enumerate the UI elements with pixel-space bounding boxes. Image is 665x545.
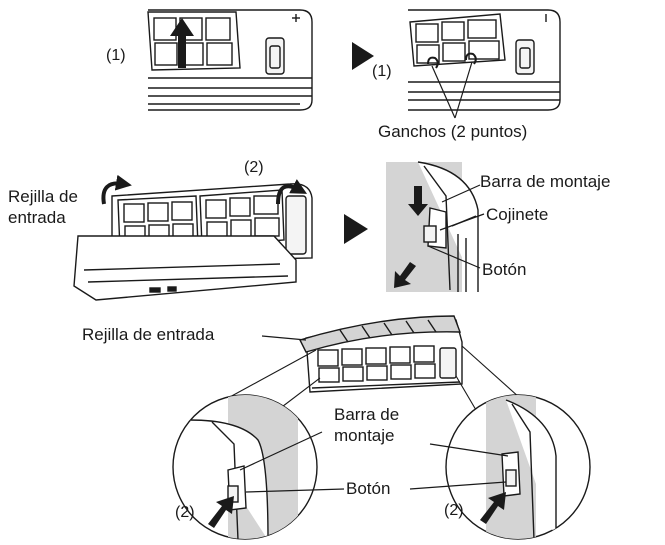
button-label: Botón — [482, 260, 527, 279]
step-label: (1) — [372, 63, 392, 80]
arrow-up-icon — [170, 18, 194, 68]
filter-panel-top-right — [409, 13, 506, 67]
grille-leader-bottom — [261, 335, 307, 341]
play-arrow-icon — [352, 42, 374, 70]
hook-markers — [427, 52, 477, 69]
mounting-bar-label: Barra de montaje — [334, 405, 400, 445]
unit-bottom — [299, 315, 463, 393]
hooks-leader-lines — [431, 61, 473, 119]
detail-circle-right — [445, 394, 591, 540]
filter-panel-top-left — [147, 11, 241, 71]
arrow-up-icon — [208, 496, 234, 528]
hooks-label: Ganchos (2 puntos) — [378, 122, 528, 141]
side-detail-middle — [386, 161, 479, 292]
arrow-up-icon — [480, 492, 506, 524]
step-label: (2) — [444, 502, 464, 519]
curved-arrow-icon — [101, 174, 308, 205]
inlet-grille-label: Rejilla de entrada — [8, 187, 78, 227]
leader-lines-middle — [427, 184, 485, 269]
step-label: (2) — [244, 159, 264, 176]
step-label: (2) — [175, 504, 195, 521]
inlet-grille-label: Rejilla de entrada — [82, 325, 215, 344]
bearing-label: Cojinete — [486, 205, 549, 224]
play-arrow-icon — [344, 214, 368, 244]
arrow-down-icon — [394, 186, 428, 288]
leader-lines-bottom — [239, 431, 509, 493]
button-label: Botón — [346, 479, 391, 498]
detail-circle-left — [172, 394, 318, 540]
mounting-bar-label: Barra de montaje — [480, 172, 611, 191]
step-label: (1) — [106, 47, 126, 64]
inlet-grille-open — [73, 235, 297, 301]
